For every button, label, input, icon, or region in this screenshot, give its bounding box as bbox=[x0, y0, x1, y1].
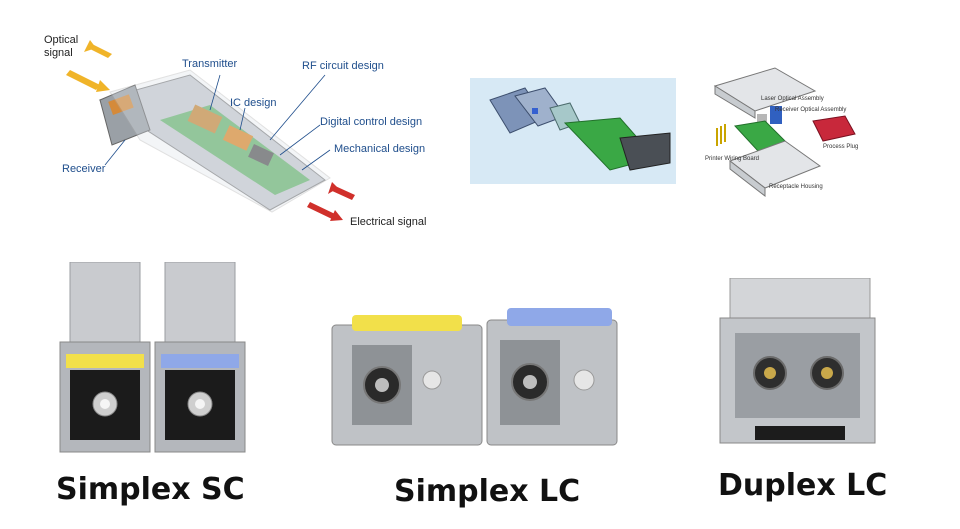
duplex-lc-caption: Duplex LC bbox=[718, 468, 888, 503]
mechanical-label: Mechanical design bbox=[334, 143, 426, 155]
printer-wiring-label: Printer Wiring Board bbox=[705, 156, 760, 162]
digital-control-label: Digital control design bbox=[320, 116, 423, 128]
module-3d-render bbox=[470, 78, 676, 184]
rf-circuit-label: RF circuit design bbox=[302, 60, 384, 72]
optical-arrow-in-head bbox=[96, 80, 110, 92]
duplex-lc-photo bbox=[715, 277, 885, 448]
simplex-lc-caption: Simplex LC bbox=[394, 474, 581, 509]
simplex-sc-caption: Simplex SC bbox=[56, 472, 245, 507]
lc-blue-tab bbox=[507, 308, 612, 326]
optical-signal-label: Optical signal bbox=[44, 34, 79, 59]
ic-design-label: IC design bbox=[230, 97, 277, 109]
sc-blue-tab bbox=[161, 354, 239, 368]
simplex-sc-photo bbox=[50, 261, 260, 456]
receiver-label: Receiver bbox=[62, 163, 106, 175]
laser-optical-label: Laser Optical Assembly bbox=[761, 96, 824, 102]
process-plug-label: Process Plug bbox=[823, 144, 859, 150]
exploded-view-illustration bbox=[713, 67, 856, 198]
transmitter-label: Transmitter bbox=[182, 58, 238, 70]
duplex-black-tab bbox=[755, 426, 845, 440]
simplex-sc-illustration bbox=[59, 261, 246, 453]
electrical-arrow-1-head bbox=[330, 210, 343, 221]
module-cage-overlay bbox=[109, 69, 331, 213]
electrical-signal-label: Electrical signal bbox=[350, 216, 427, 228]
receptacle-housing-label: Receptacle Housing bbox=[769, 184, 823, 190]
sc-yellow-tab bbox=[66, 354, 144, 368]
receiver-optical-label: Receiver Optical Assembly bbox=[775, 107, 847, 113]
module-pcb bbox=[160, 105, 310, 195]
exploded-view: Laser Optical Assembly Receiver Optical … bbox=[705, 66, 865, 204]
simplex-lc-photo bbox=[322, 305, 622, 455]
electrical-arrow-1 bbox=[307, 202, 335, 219]
duplex-lc-illustration bbox=[719, 277, 876, 444]
optical-arrow-in bbox=[66, 70, 100, 90]
module-front bbox=[99, 84, 151, 146]
sfp-cutaway-illustration bbox=[66, 40, 355, 221]
exploded-process-plug bbox=[812, 115, 856, 142]
electrical-arrow-2-head bbox=[328, 182, 338, 194]
simplex-lc-illustration bbox=[331, 308, 618, 446]
module-3d-render-illustration bbox=[489, 87, 671, 171]
optical-arrow-out-head bbox=[84, 40, 96, 52]
lc-yellow-tab bbox=[352, 315, 462, 331]
sfp-cutaway-diagram: Optical signal Transmitter RF circuit de… bbox=[40, 30, 440, 230]
